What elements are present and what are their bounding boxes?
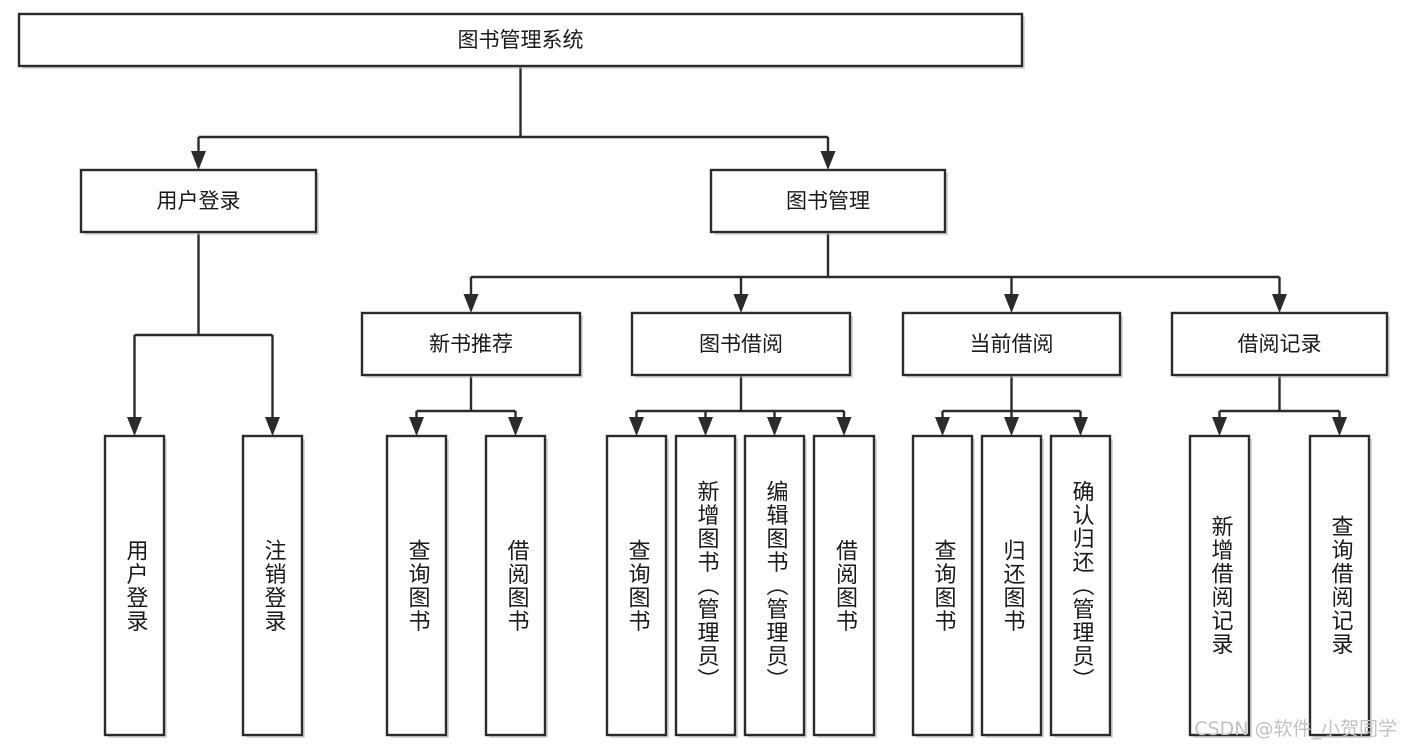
connector-group-l3_1 xyxy=(629,375,852,436)
arrowhead-icon xyxy=(265,417,280,436)
node-leaf_7[interactable] xyxy=(812,434,877,738)
arrowhead-icon xyxy=(836,417,852,436)
arrowhead-icon xyxy=(935,417,950,436)
node-box[interactable] xyxy=(911,434,974,737)
arrowhead-icon xyxy=(767,417,782,436)
node-label: 用户登录 xyxy=(157,189,241,213)
arrowhead-icon xyxy=(463,294,479,313)
arrowhead-icon xyxy=(1212,417,1227,436)
node-leaf_5[interactable] xyxy=(674,434,738,738)
node-leaf_11[interactable] xyxy=(1188,434,1252,738)
node-leaf_12[interactable] xyxy=(1308,434,1372,738)
node-l3_2[interactable]: 当前借阅 xyxy=(901,311,1123,378)
node-box[interactable] xyxy=(674,434,737,737)
connector-layer xyxy=(127,66,1347,436)
node-box[interactable] xyxy=(385,434,448,737)
node-leaf_9[interactable] xyxy=(980,434,1044,738)
node-label: 借阅记录 xyxy=(1238,332,1322,356)
node-box[interactable] xyxy=(709,168,947,234)
node-root[interactable]: 图书管理系统 xyxy=(17,12,1025,69)
node-leaf_3[interactable] xyxy=(484,434,548,738)
connector-group-root xyxy=(191,66,836,170)
arrowhead-icon xyxy=(733,294,749,313)
arrowhead-icon xyxy=(1073,417,1088,436)
node-leaf_6[interactable] xyxy=(743,434,807,738)
node-l3_0[interactable]: 新书推荐 xyxy=(360,311,583,378)
node-label: 当前借阅 xyxy=(970,332,1054,356)
arrowhead-icon xyxy=(1332,417,1347,436)
connector-group-l2_0 xyxy=(127,232,280,436)
connector-group-l3_2 xyxy=(935,375,1088,436)
node-box[interactable] xyxy=(484,434,547,737)
node-box[interactable] xyxy=(605,434,668,737)
node-leaf_0[interactable] xyxy=(103,434,167,738)
arrowhead-icon xyxy=(820,151,836,170)
node-leaf_2[interactable] xyxy=(385,434,449,738)
node-box[interactable] xyxy=(812,434,876,737)
node-box[interactable] xyxy=(901,311,1122,377)
node-l2_1[interactable]: 图书管理 xyxy=(709,168,948,235)
connector-group-l3_3 xyxy=(1212,375,1347,436)
arrowhead-icon xyxy=(1004,294,1019,313)
node-leaf_1[interactable] xyxy=(241,434,305,738)
node-box[interactable] xyxy=(241,434,304,737)
node-box[interactable] xyxy=(980,434,1043,737)
watermark-text: CSDN @软件_小贺同学 xyxy=(1194,718,1397,740)
arrowhead-icon xyxy=(1272,294,1287,313)
arrowhead-icon xyxy=(127,417,142,436)
node-box[interactable] xyxy=(1170,311,1389,377)
arrowhead-icon xyxy=(629,417,644,436)
node-box[interactable] xyxy=(103,434,166,737)
node-box[interactable] xyxy=(79,168,318,234)
node-l3_1[interactable]: 图书借阅 xyxy=(630,311,853,378)
node-label: 图书管理系统 xyxy=(458,28,584,52)
node-box[interactable] xyxy=(1188,434,1251,737)
node-l2_0[interactable]: 用户登录 xyxy=(79,168,319,235)
node-box[interactable] xyxy=(1049,434,1112,737)
node-label: 新书推荐 xyxy=(429,332,513,356)
node-leaf_8[interactable] xyxy=(911,434,975,738)
node-box[interactable] xyxy=(360,311,582,377)
connector-group-l2_1 xyxy=(463,232,1287,313)
node-leaf_4[interactable] xyxy=(605,434,669,738)
arrowhead-icon xyxy=(508,417,523,436)
connector-group-l3_0 xyxy=(409,375,523,436)
arrowhead-icon xyxy=(409,417,424,436)
node-box[interactable] xyxy=(17,12,1024,68)
arrowhead-icon xyxy=(1004,417,1019,436)
node-box[interactable] xyxy=(1308,434,1371,737)
node-l3_3[interactable]: 借阅记录 xyxy=(1170,311,1390,378)
arrowhead-icon xyxy=(191,151,206,170)
node-label: 图书借阅 xyxy=(699,332,783,356)
node-label: 图书管理 xyxy=(786,189,870,213)
node-box[interactable] xyxy=(630,311,852,377)
arrowhead-icon xyxy=(698,417,713,436)
node-leaf_10[interactable] xyxy=(1049,434,1113,738)
node-box[interactable] xyxy=(743,434,806,737)
